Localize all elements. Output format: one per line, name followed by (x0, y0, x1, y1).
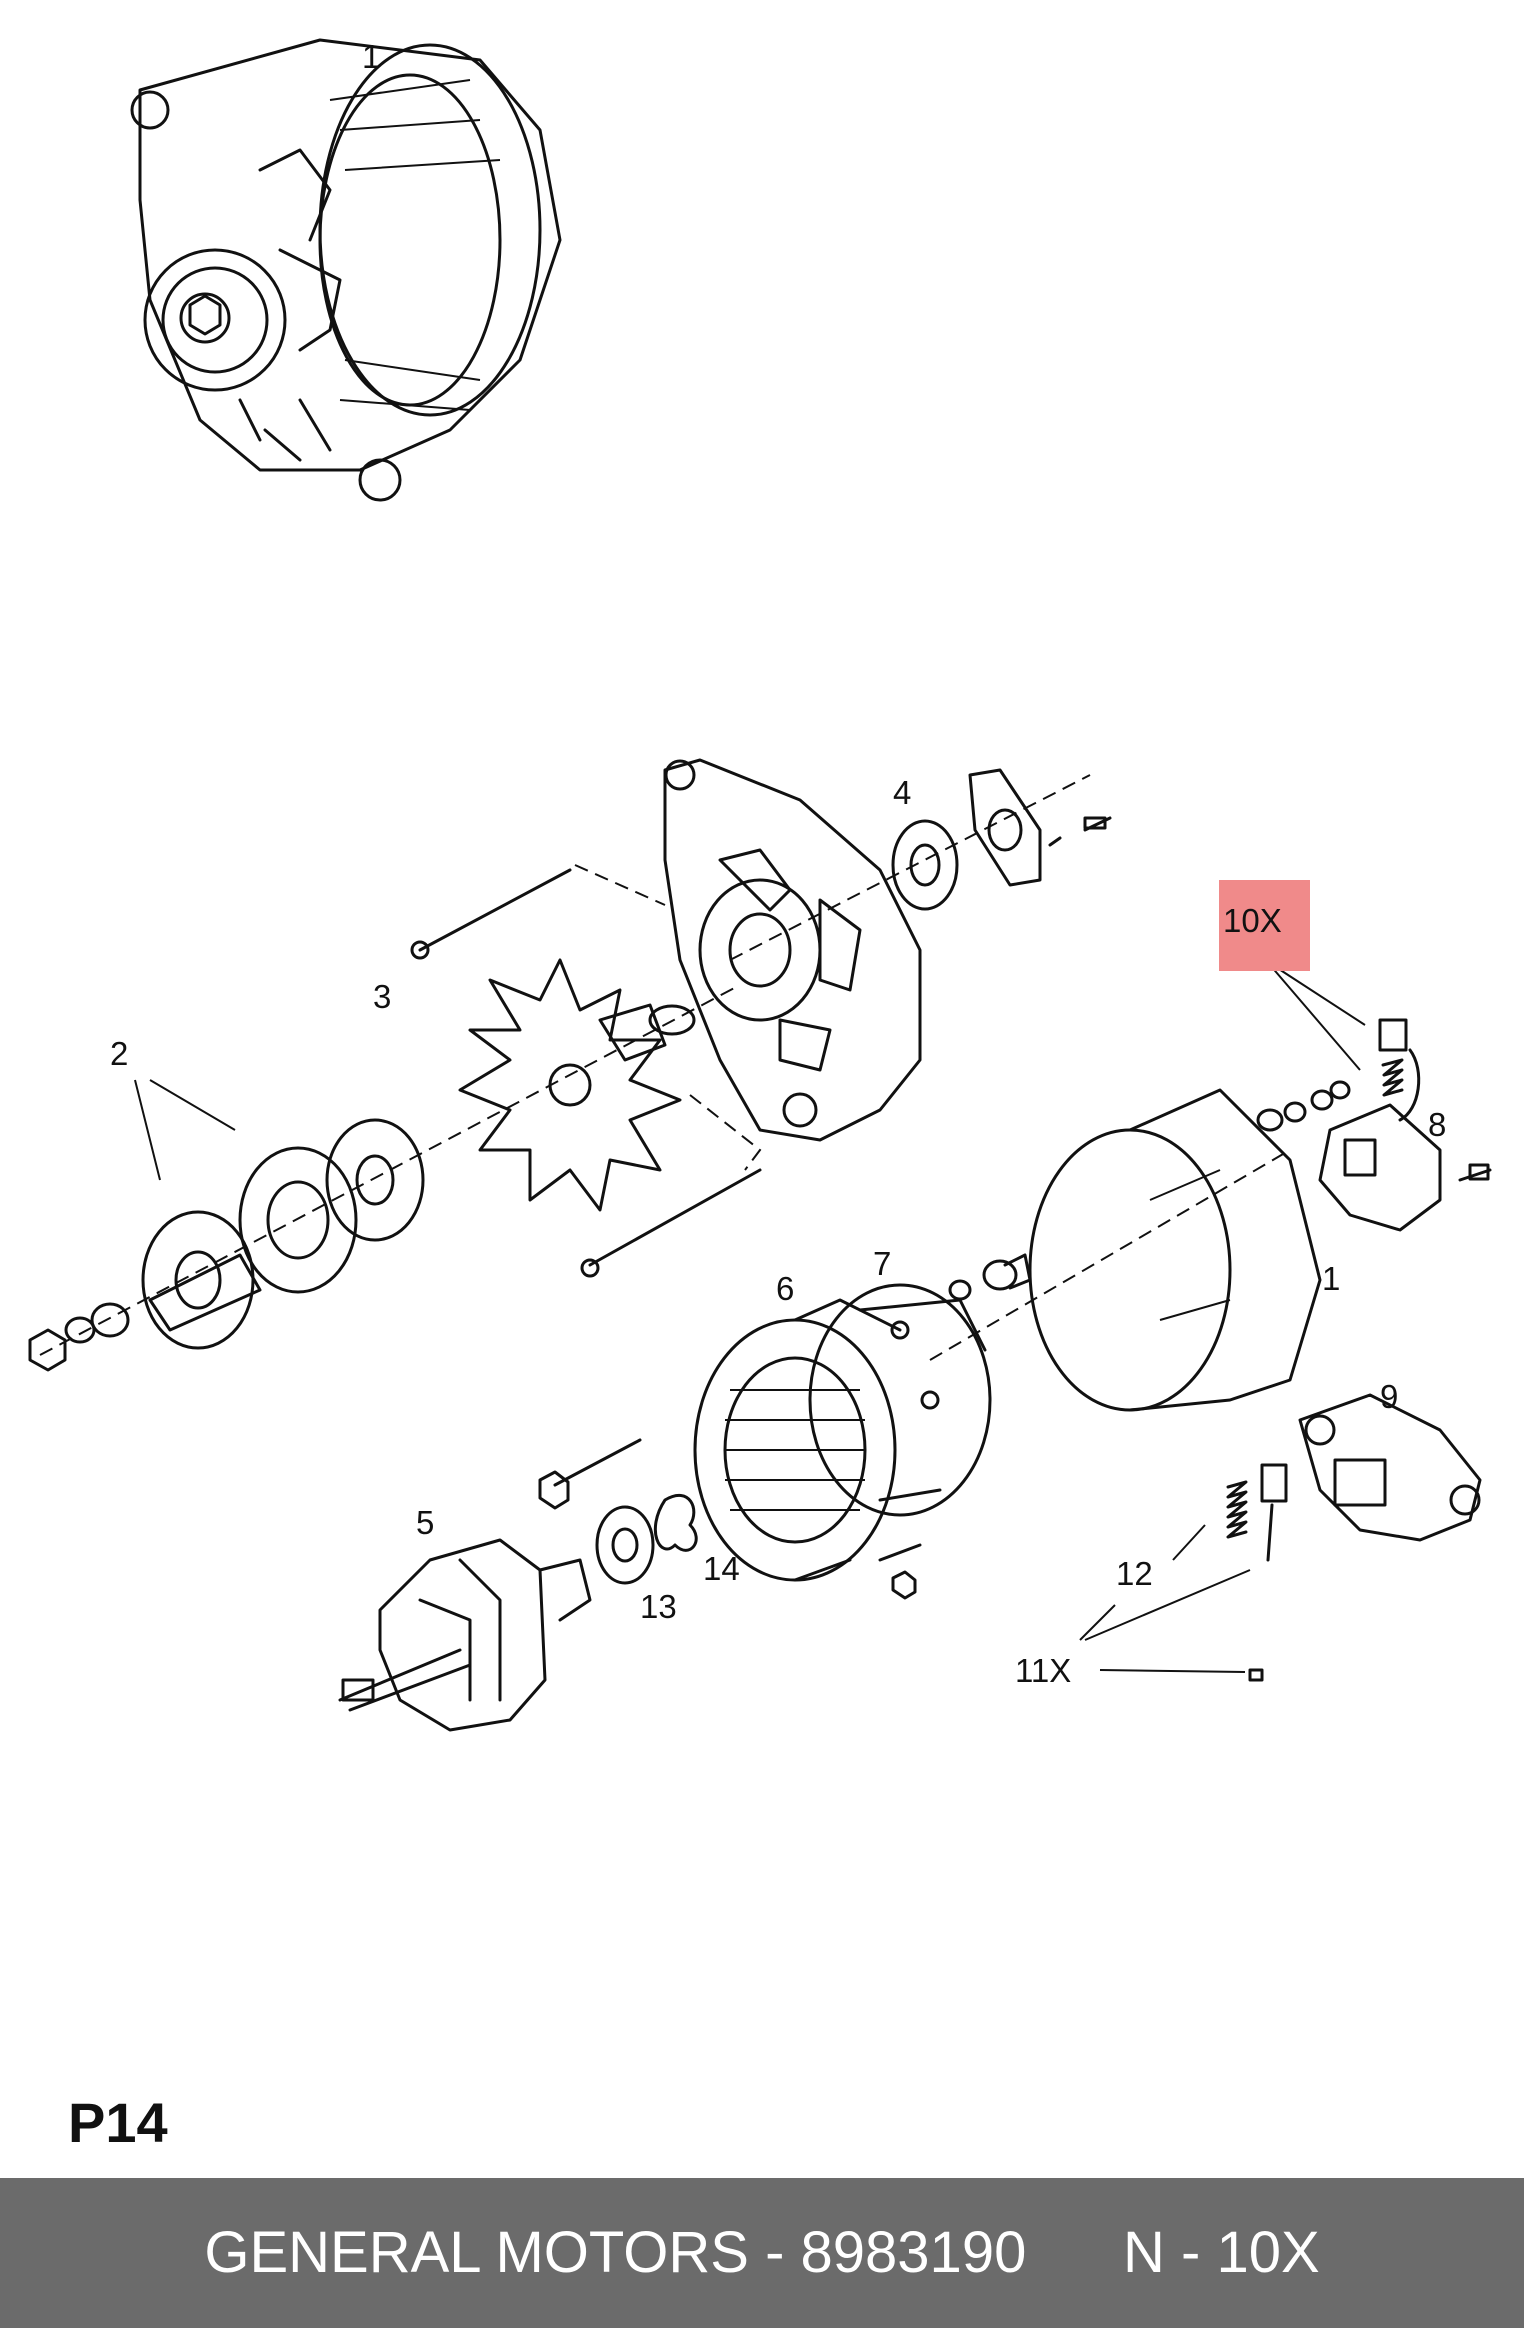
carbon-brushes-10x (1378, 1018, 1421, 1122)
callout-6: 6 (776, 1270, 794, 1307)
assembled-alternator (130, 38, 562, 502)
callout-labels: 1 2 3 4 5 6 7 8 9 10X 11X 12 13 14 1 (110, 38, 1446, 1689)
brush-11x (1248, 1463, 1288, 1682)
page-code: P14 (68, 2091, 168, 2154)
leader-lines (134, 959, 1366, 1673)
bearing-13 (538, 1438, 922, 1600)
callout-10x: 10X (1223, 902, 1282, 939)
callout-12: 12 (1116, 1555, 1153, 1592)
pulley-2 (28, 1118, 425, 1372)
rear-cover (1028, 1088, 1322, 1412)
alternator-exploded-diagram: 1 2 3 4 5 6 7 8 9 10X 11X 12 13 14 1 (28, 38, 1492, 1732)
footer-gap (1026, 2220, 1123, 2285)
footer-bar: GENERAL MOTORS - 8983190 N - 10X (0, 2178, 1524, 2328)
footer-position-prefix: N (1123, 2220, 1165, 2285)
through-bolts (410, 864, 762, 1278)
callout-5: 5 (416, 1504, 434, 1541)
footer-separator-2: - (1164, 2220, 1217, 2285)
spring-12 (1226, 1480, 1248, 1539)
footer-brand: GENERAL MOTORS (204, 2220, 749, 2285)
drive-end-housing (663, 758, 922, 1142)
callout-9: 9 (1380, 1378, 1398, 1415)
footer-separator-1: - (748, 2220, 801, 2285)
callout-1-small: 1 (1322, 1260, 1340, 1297)
highlight-box (1219, 880, 1310, 971)
callout-8: 8 (1428, 1106, 1446, 1143)
rotor-5 (338, 1538, 592, 1732)
callout-2: 2 (110, 1035, 128, 1072)
callout-4: 4 (893, 774, 911, 811)
fan-3 (458, 958, 696, 1212)
bearing-4 (891, 768, 1112, 911)
footer-position: 10X (1216, 2220, 1320, 2285)
regulator-8 (1256, 1080, 1492, 1232)
rectifier-7 (808, 1253, 1032, 1517)
footer-part-number: 8983190 (800, 2220, 1027, 2285)
stator-6 (693, 1298, 902, 1582)
callout-13: 13 (640, 1588, 677, 1625)
footer-text: GENERAL MOTORS - 8983190 N - 10X (0, 2178, 1524, 2328)
brush-holder-9 (1298, 1393, 1482, 1542)
callout-3: 3 (373, 978, 391, 1015)
callout-14: 14 (703, 1550, 740, 1587)
callout-1: 1 (362, 38, 380, 75)
callout-11x: 11X (1015, 1652, 1071, 1689)
callout-7: 7 (873, 1245, 891, 1282)
